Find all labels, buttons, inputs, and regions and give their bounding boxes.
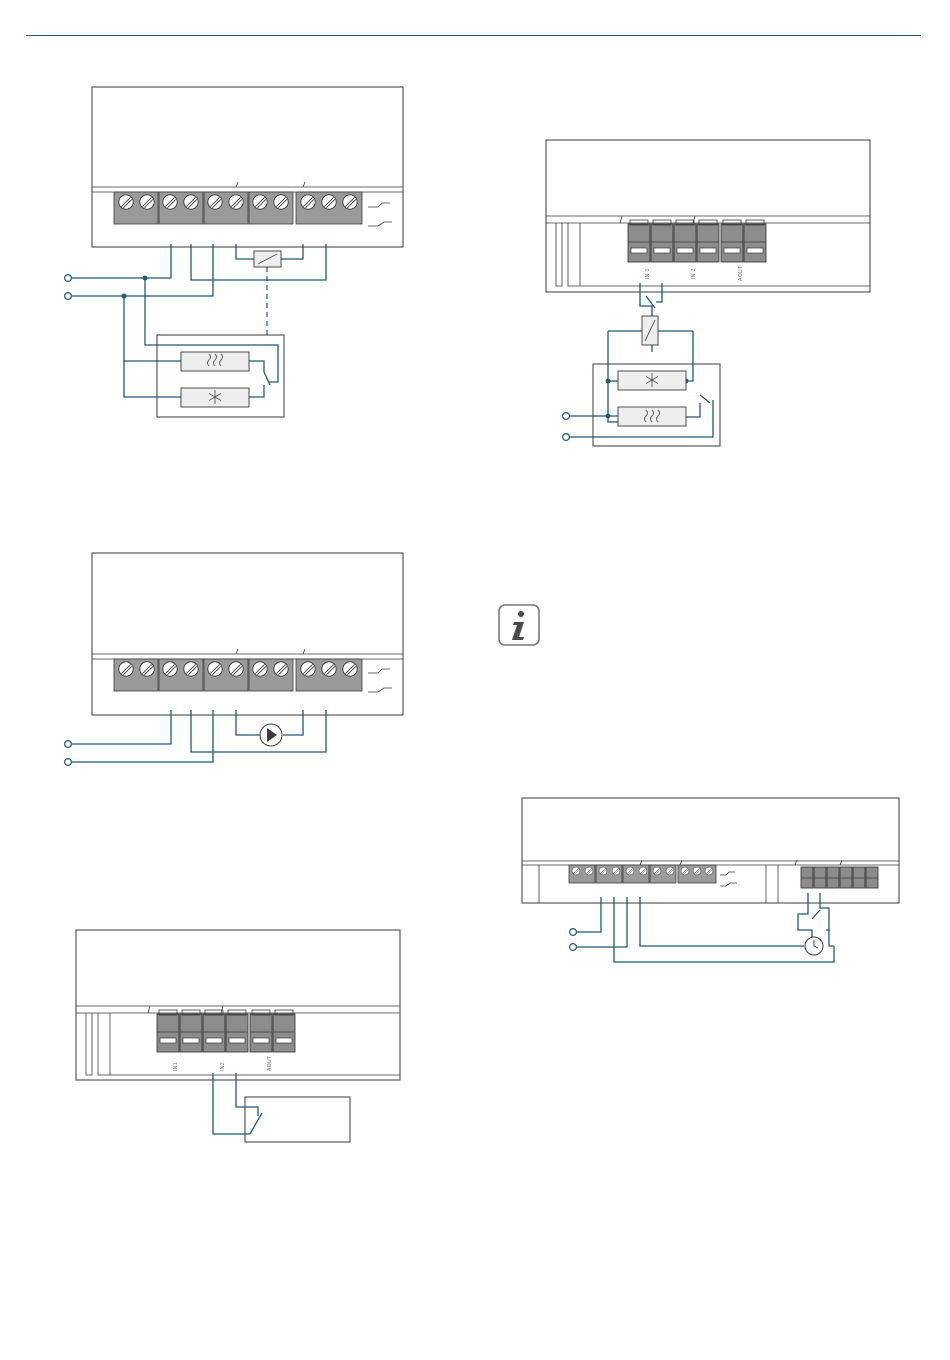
screw-terminal-block [114, 192, 362, 224]
timer-clock-icon [805, 937, 823, 955]
switching-device [245, 1097, 350, 1142]
diagram-pump [65, 553, 403, 765]
actuator-housing [76, 930, 400, 1080]
screw-terminal-block [114, 659, 362, 691]
terminal-L [65, 741, 72, 748]
pump-icon [260, 724, 282, 746]
terminal-N [563, 434, 570, 441]
terminal-N [570, 944, 577, 951]
label-in2: IN 2 [691, 268, 697, 279]
label-in1: IN1 [173, 1062, 179, 1071]
terminal-N [65, 759, 72, 766]
diagram-input-switch: IN1 IN2 AOUT [76, 930, 400, 1142]
input-terminal-block [628, 220, 766, 262]
switch-contact-icon [812, 910, 820, 919]
diagram-heat-cool-relay [65, 87, 403, 417]
input-terminal-block [157, 1010, 295, 1052]
terminal-L [65, 275, 72, 282]
terminal-L [563, 413, 570, 420]
label-aout: AOUT [267, 1056, 273, 1072]
terminal-L [570, 929, 577, 936]
label-in1: IN 1 [645, 268, 651, 279]
terminal-N [65, 293, 72, 300]
diagram-timer [522, 798, 899, 962]
screw-terminal-block [569, 865, 716, 883]
diagram-heat-cool-input: IN 1 IN 2 AOUT [546, 140, 870, 446]
label-aout: AOUT [738, 266, 744, 282]
heating-element [181, 352, 249, 371]
label-in2: IN2 [220, 1062, 226, 1071]
info-icon [499, 605, 539, 645]
